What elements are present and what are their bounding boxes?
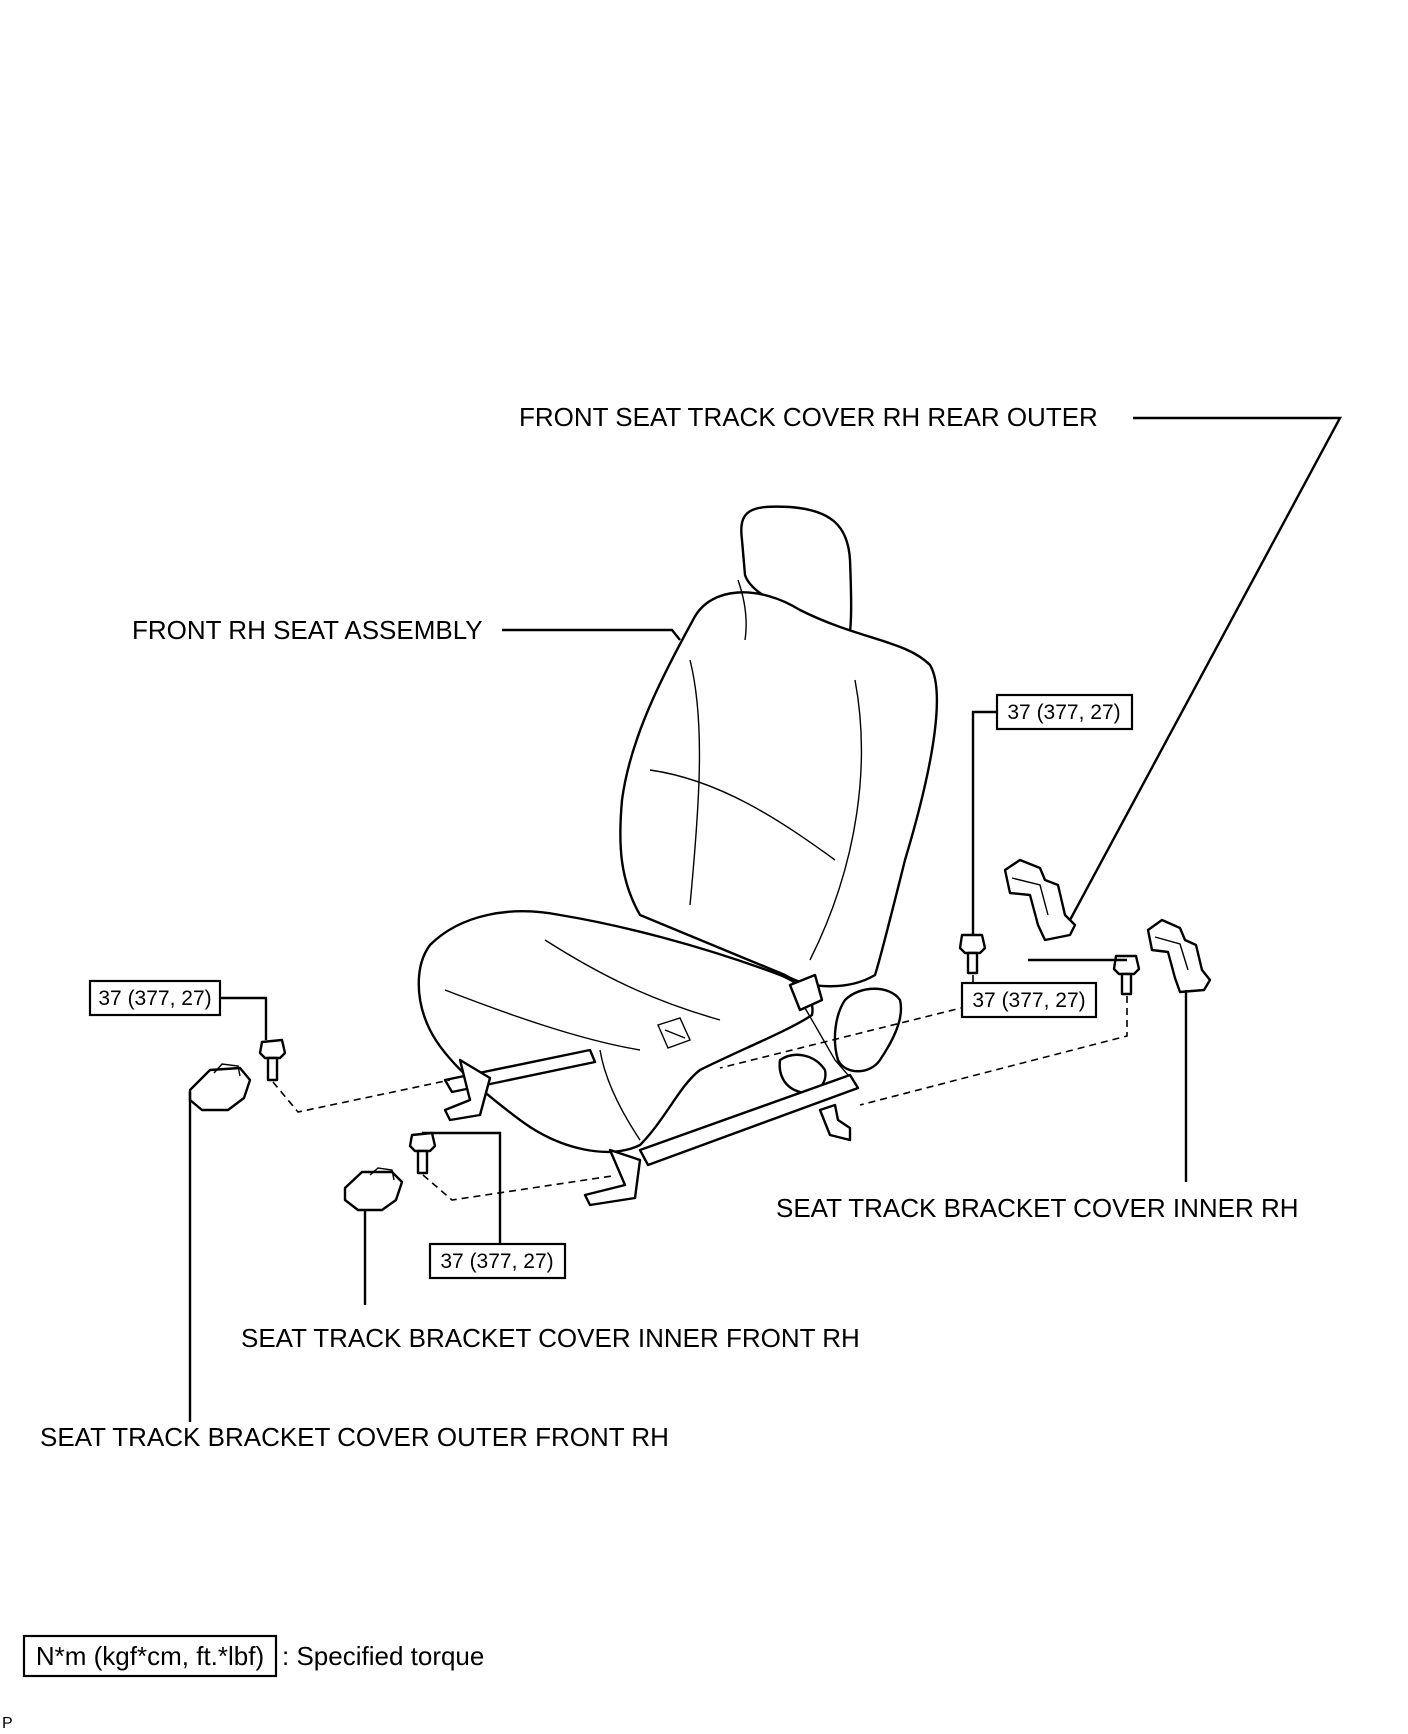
outer-front-rh-cover-part — [188, 1063, 252, 1112]
label-seat-assembly: FRONT RH SEAT ASSEMBLY — [132, 615, 483, 645]
label-rear-outer-cover: FRONT SEAT TRACK COVER RH REAR OUTER — [519, 402, 1098, 432]
rear-outer-cover-part — [1003, 858, 1077, 942]
legend-text: : Specified torque — [282, 1641, 484, 1671]
bolt-center — [408, 1131, 437, 1175]
inner-rh-cover-part — [1146, 918, 1212, 994]
legend-unit: N*m (kgf*cm, ft.*lbf) — [36, 1641, 264, 1671]
label-inner-rh-cover: SEAT TRACK BRACKET COVER INNER RH — [776, 1193, 1299, 1223]
inner-front-rh-cover-part — [343, 1167, 404, 1212]
torque-value-right-upper: 37 (377, 27) — [1007, 701, 1120, 724]
leader-lines — [188, 416, 1343, 1422]
torque-box-right-upper: 37 (377, 27) — [995, 693, 1134, 731]
front-rh-seat-illustration — [417, 505, 939, 1207]
torque-box-center: 37 (377, 27) — [428, 1242, 567, 1280]
bolt-left — [258, 1038, 287, 1082]
legend: N*m (kgf*cm, ft.*lbf) : Specified torque — [22, 1634, 484, 1678]
torque-value-right-lower: 37 (377, 27) — [972, 989, 1085, 1012]
torque-value-left: 37 (377, 27) — [98, 987, 211, 1010]
torque-box-right-lower: 37 (377, 27) — [960, 981, 1098, 1019]
bolt-right-lower — [1112, 954, 1141, 996]
torque-value-center: 37 (377, 27) — [440, 1250, 553, 1273]
label-inner-front-rh-cover: SEAT TRACK BRACKET COVER INNER FRONT RH — [241, 1323, 860, 1353]
corner-mark: P — [2, 1715, 13, 1732]
label-outer-front-rh-cover: SEAT TRACK BRACKET COVER OUTER FRONT RH — [40, 1422, 669, 1452]
bolt-right-upper — [958, 933, 987, 975]
torque-box-left: 37 (377, 27) — [88, 979, 222, 1017]
